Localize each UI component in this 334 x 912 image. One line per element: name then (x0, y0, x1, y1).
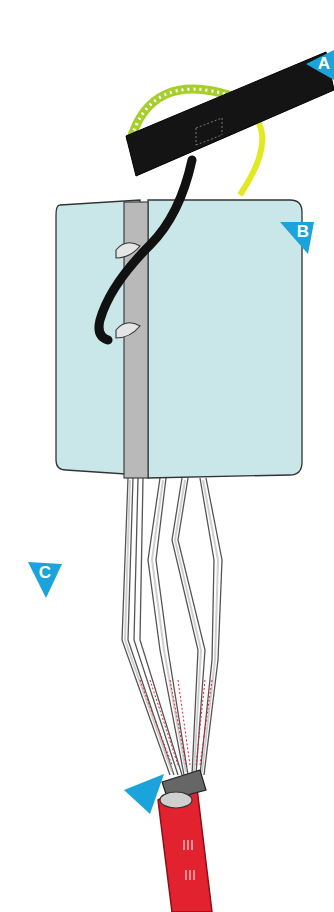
callout-letter-holder: C (39, 564, 51, 582)
strap-stitching (196, 118, 222, 145)
thimble (160, 792, 192, 808)
nut-right-face (148, 200, 302, 478)
callout-triangle (28, 562, 62, 598)
callout-letter: A (318, 54, 330, 73)
pull-cord (99, 160, 192, 340)
strap (126, 52, 334, 176)
wire-shine (125, 480, 218, 772)
callout-triangle (280, 222, 314, 254)
swage-stitching (140, 680, 212, 765)
callout-letter-holder: A (318, 55, 330, 73)
sling (158, 780, 212, 912)
callout-triangle (124, 774, 164, 814)
callout-letter: B (297, 222, 309, 241)
callout-letter: C (39, 563, 51, 582)
wire-cables (122, 478, 222, 775)
wedge-tab (116, 323, 140, 338)
callout-triangle (306, 50, 334, 80)
sling-stitching (184, 840, 194, 880)
callout-letter-holder: B (297, 223, 309, 241)
